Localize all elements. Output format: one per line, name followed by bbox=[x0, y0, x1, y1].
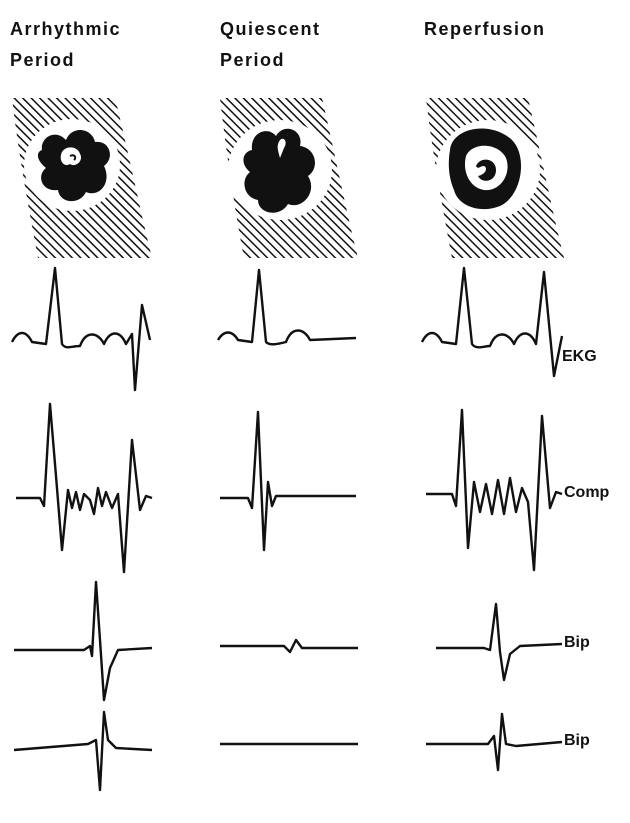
tissue-section-quiescent bbox=[220, 98, 358, 258]
tissue-section-arrhythmic bbox=[12, 98, 152, 258]
bip2-trace-reperfusion bbox=[426, 714, 562, 770]
row-label-ekg: EKG bbox=[562, 348, 597, 366]
comp-trace-quiescent bbox=[220, 412, 356, 550]
row-label-bip-1: Bip bbox=[564, 634, 590, 652]
ekg-trace-reperfusion bbox=[422, 268, 562, 376]
ekg-trace-quiescent bbox=[218, 270, 356, 344]
bip1-trace-quiescent bbox=[220, 640, 358, 652]
bip2-trace-arrhythmic bbox=[14, 712, 152, 790]
row-label-bip-2: Bip bbox=[564, 732, 590, 750]
tissue-section-reperfusion bbox=[426, 98, 564, 258]
row-label-comp: Comp bbox=[564, 484, 609, 502]
comp-trace-arrhythmic bbox=[16, 404, 152, 572]
bip1-trace-reperfusion bbox=[436, 604, 562, 680]
comp-trace-reperfusion bbox=[426, 410, 562, 570]
ekg-trace-arrhythmic bbox=[12, 268, 150, 390]
bip1-trace-arrhythmic bbox=[14, 582, 152, 700]
